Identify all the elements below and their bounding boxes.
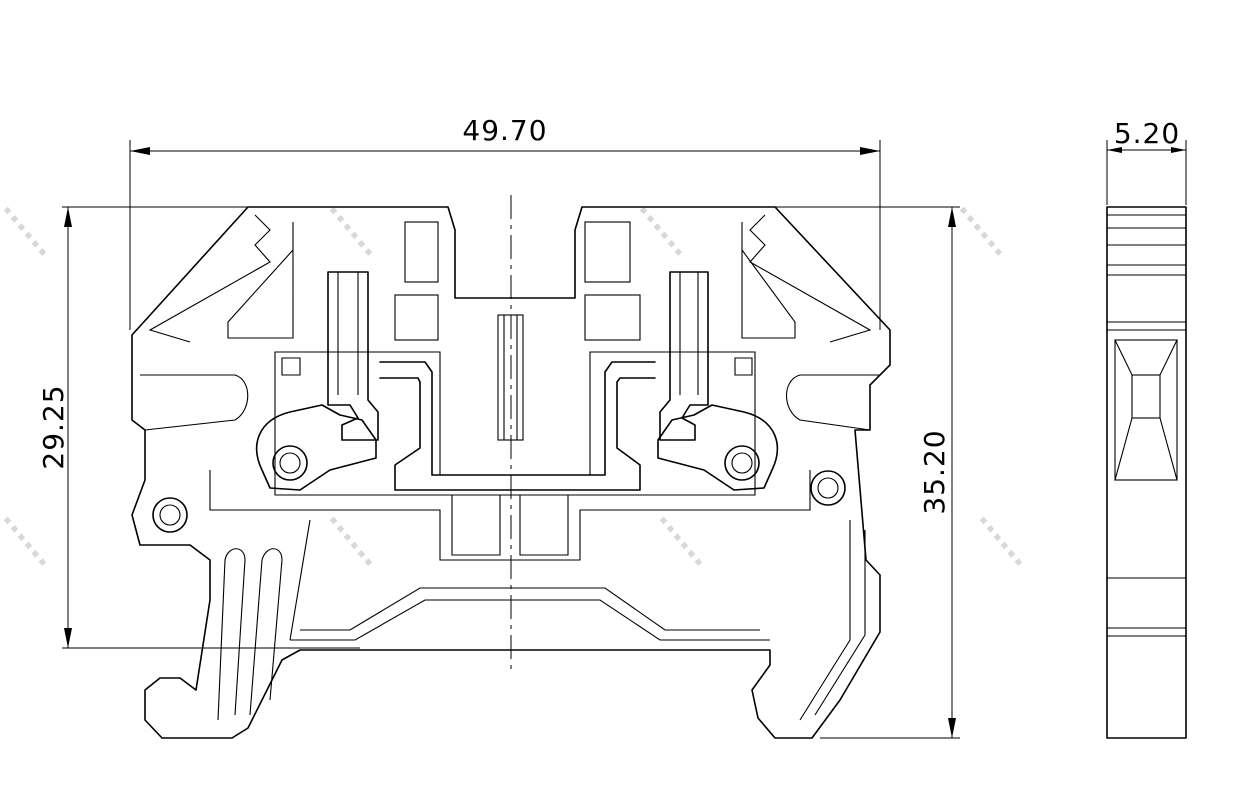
window-top-right-2: [584, 294, 641, 341]
dimension-rail-height-label: 29.25: [37, 384, 70, 469]
current-bar: [379, 361, 656, 476]
test-slot: [497, 314, 524, 441]
svg-text:■ ■ ■ ■ ■ ■: ■ ■ ■ ■ ■ ■: [658, 516, 704, 569]
front-view: [131, 195, 891, 739]
rivet-hole-right: [810, 470, 846, 506]
side-view: [1106, 206, 1187, 739]
rivet-hole-left: [152, 497, 188, 533]
window-top-left-1: [404, 221, 439, 283]
base-rail-recess: [290, 599, 770, 641]
clamp-spring-right: [657, 404, 779, 491]
top-rib-left-inner: [227, 222, 294, 339]
svg-text:■ ■ ■ ■ ■ ■: ■ ■ ■ ■ ■ ■: [958, 206, 1004, 259]
wire-entry-right: [786, 374, 880, 431]
dimension-rail-height: 29.25: [37, 206, 360, 649]
push-button-left: [327, 271, 379, 441]
window-top-right-1: [584, 221, 631, 283]
svg-text:■ ■ ■ ■ ■ ■: ■ ■ ■ ■ ■ ■: [2, 516, 48, 569]
dimension-overall-height-label: 35.20: [918, 429, 951, 514]
svg-text:■ ■ ■ ■ ■ ■: ■ ■ ■ ■ ■ ■: [328, 206, 374, 259]
dimension-side-width: 5.20: [1106, 117, 1187, 205]
top-rib-right: [749, 214, 872, 343]
top-rib-right-inner: [741, 222, 796, 339]
dimension-overall-width-label: 49.70: [462, 114, 547, 147]
foot-spring-left: [217, 548, 246, 721]
window-top-left-2: [394, 294, 439, 341]
svg-text:■ ■ ■ ■ ■ ■: ■ ■ ■ ■ ■ ■: [978, 516, 1024, 569]
svg-text:■ ■ ■ ■ ■ ■: ■ ■ ■ ■ ■ ■: [2, 206, 48, 259]
svg-text:■ ■ ■ ■ ■ ■: ■ ■ ■ ■ ■ ■: [638, 206, 684, 259]
side-clamp-window: [1114, 339, 1178, 481]
lower-body-left: [209, 470, 811, 561]
dimension-overall-height: 35.20: [775, 206, 960, 739]
side-outline: [1106, 206, 1187, 739]
dimension-overall-width: 49.70: [129, 114, 881, 330]
push-button-right: [659, 271, 709, 441]
wire-entry-left: [140, 374, 249, 431]
housing-outline: [131, 206, 891, 739]
top-rib-left: [148, 214, 271, 343]
inner-chamber: [274, 351, 756, 496]
clamp-pivot-left: [272, 445, 308, 481]
svg-text:■ ■ ■ ■ ■ ■: ■ ■ ■ ■ ■ ■: [328, 516, 374, 569]
dimension-side-width-label: 5.20: [1114, 117, 1180, 150]
clamp-spring-left: [255, 404, 377, 491]
clamp-pivot-right: [724, 445, 760, 481]
